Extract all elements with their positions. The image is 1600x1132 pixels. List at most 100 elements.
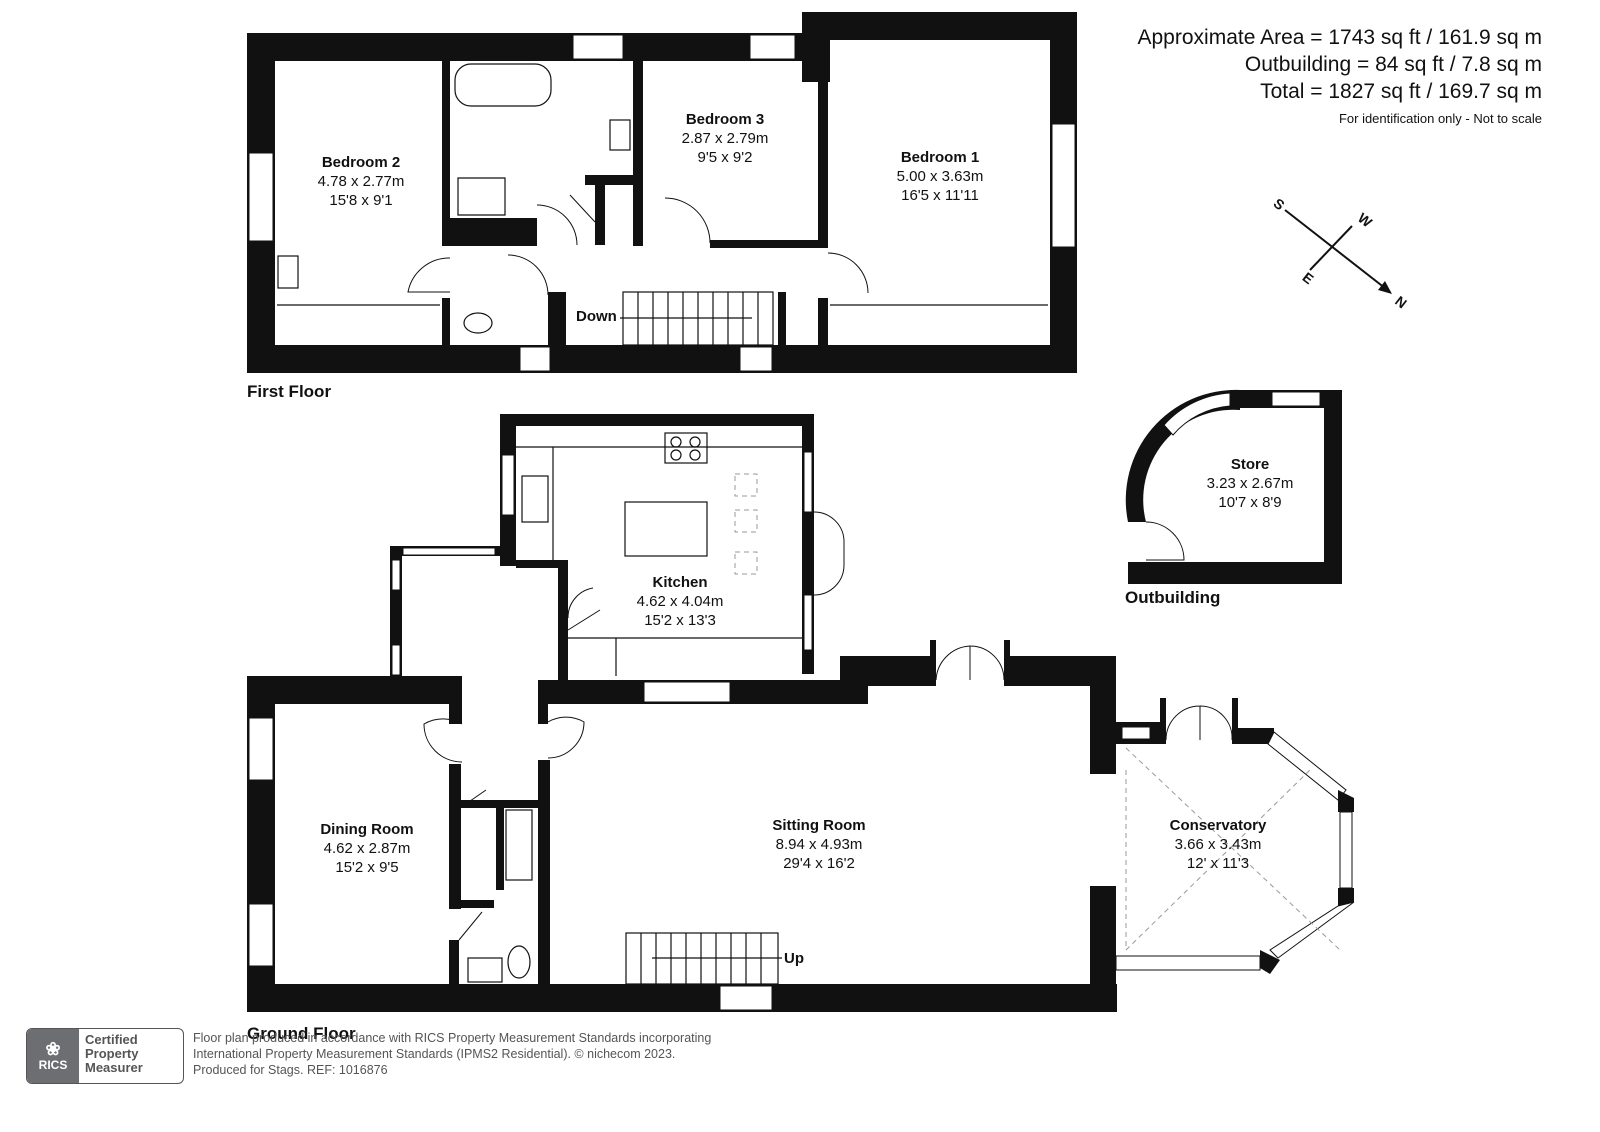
area-summary: Approximate Area = 1743 sq ft / 161.9 sq… [1138,24,1543,129]
room-imperial-kitchen: 15'2 x 13'3 [644,612,716,629]
door-sitting [547,716,585,759]
bath-fixture [454,63,552,107]
shower-fixture [457,177,506,216]
lion-icon: ❀ [45,1039,61,1059]
window [803,594,813,651]
room-metric-dining: 4.62 x 2.87m [324,840,411,857]
window [1051,123,1076,248]
door-bathroom [536,204,578,246]
rics-logo: ❀ RICS Certified Property Measurer [26,1028,184,1084]
compass-axis [1284,209,1391,293]
wall [442,298,450,348]
window [719,985,773,1011]
outbuilding-plan: Store 3.23 x 2.67m 10'7 x 8'9 Outbuildin… [1125,389,1342,607]
room-metric-bedroom2: 4.78 x 2.77m [318,173,405,190]
rics-mark: ❀ RICS [27,1029,79,1083]
window [1121,726,1151,740]
window [1339,811,1353,889]
room-name-bedroom2: Bedroom 2 [322,154,400,171]
wall [500,414,814,426]
wall [548,292,566,348]
wall [1338,888,1354,906]
compass-w: W [1355,210,1376,231]
stool [734,473,758,497]
wall [1160,698,1166,744]
room-metric-bedroom1: 5.00 x 3.63m [897,168,984,185]
room-metric-bedroom3: 2.87 x 2.79m [682,130,769,147]
room-name-kitchen: Kitchen [652,574,707,591]
door-cupboard [569,194,596,223]
room-metric-conservatory: 3.66 x 3.43m [1175,836,1262,853]
wall [1260,950,1280,974]
wall [930,640,936,686]
door-kitchen [567,587,594,619]
door-bedroom1 [827,252,869,294]
window [739,346,773,372]
wall [802,12,830,82]
window [803,451,813,513]
room-imperial-store: 10'7 x 8'9 [1218,494,1281,511]
room-metric-store: 3.23 x 2.67m [1207,475,1294,492]
stairs-first-floor [620,291,774,346]
wall [633,61,643,246]
wall [449,764,461,909]
footer-text: Floor plan produced in accordance with R… [193,1030,711,1078]
rics-line3: Measurer [85,1060,143,1075]
window [391,559,401,591]
door-kitchen-leaf [567,609,601,631]
stairs-ground-floor [625,932,782,985]
wall [538,760,550,990]
window [402,547,496,556]
compass-n: N [1392,293,1410,312]
window [1115,955,1261,971]
window [643,681,731,703]
room-name-conservatory: Conservatory [1170,817,1267,834]
wall [585,175,635,185]
window [1163,392,1231,436]
window [391,644,401,676]
window [519,346,551,372]
wall [247,676,462,704]
wall [1324,390,1342,584]
wall [802,12,1077,40]
stool [734,509,758,533]
wall [778,292,786,348]
room-metric-sitting: 8.94 x 4.93m [776,836,863,853]
wall [840,656,930,686]
compass-arrow [1378,281,1392,294]
conservatory-outline [1115,698,1355,974]
disclaimer-note: For identification only - Not to scale [1338,111,1542,126]
room-imperial-bedroom3: 9'5 x 9'2 [698,149,753,166]
rics-text: Certified Property Measurer [79,1029,149,1083]
wall [516,560,566,568]
total-area: Total = 1827 sq ft / 169.7 sq m [1260,80,1542,103]
room-imperial-sitting: 29'4 x 16'2 [783,855,855,872]
door-wc [507,254,549,296]
wall [558,560,568,680]
door-kitchen-patio [813,511,845,596]
window [1269,901,1355,959]
wall [496,800,504,890]
wall [247,984,1117,1012]
wall [818,298,828,348]
door-wc [458,911,483,941]
wall [442,218,537,246]
wall [1004,640,1010,686]
outbuilding-area: Outbuilding = 84 sq ft / 7.8 sq m [1244,53,1542,76]
room-metric-kitchen: 4.62 x 4.04m [637,593,724,610]
door-store [1145,521,1185,561]
ground-floor-plan: Kitchen 4.62 x 4.04m 15'2 x 13'3 [247,414,1355,1043]
wall [1238,728,1274,744]
wall [818,82,828,248]
wall [247,33,802,61]
door-dining [423,718,463,763]
room-name-store: Store [1231,456,1269,473]
wall [538,704,548,724]
door-conservatory-french [1165,705,1233,741]
approximate-area: Approximate Area = 1743 sq ft / 161.9 sq… [1137,26,1543,49]
footer-line2: International Property Measurement Stand… [193,1047,676,1061]
wall [710,240,820,248]
window [501,454,515,516]
window [1267,731,1347,801]
